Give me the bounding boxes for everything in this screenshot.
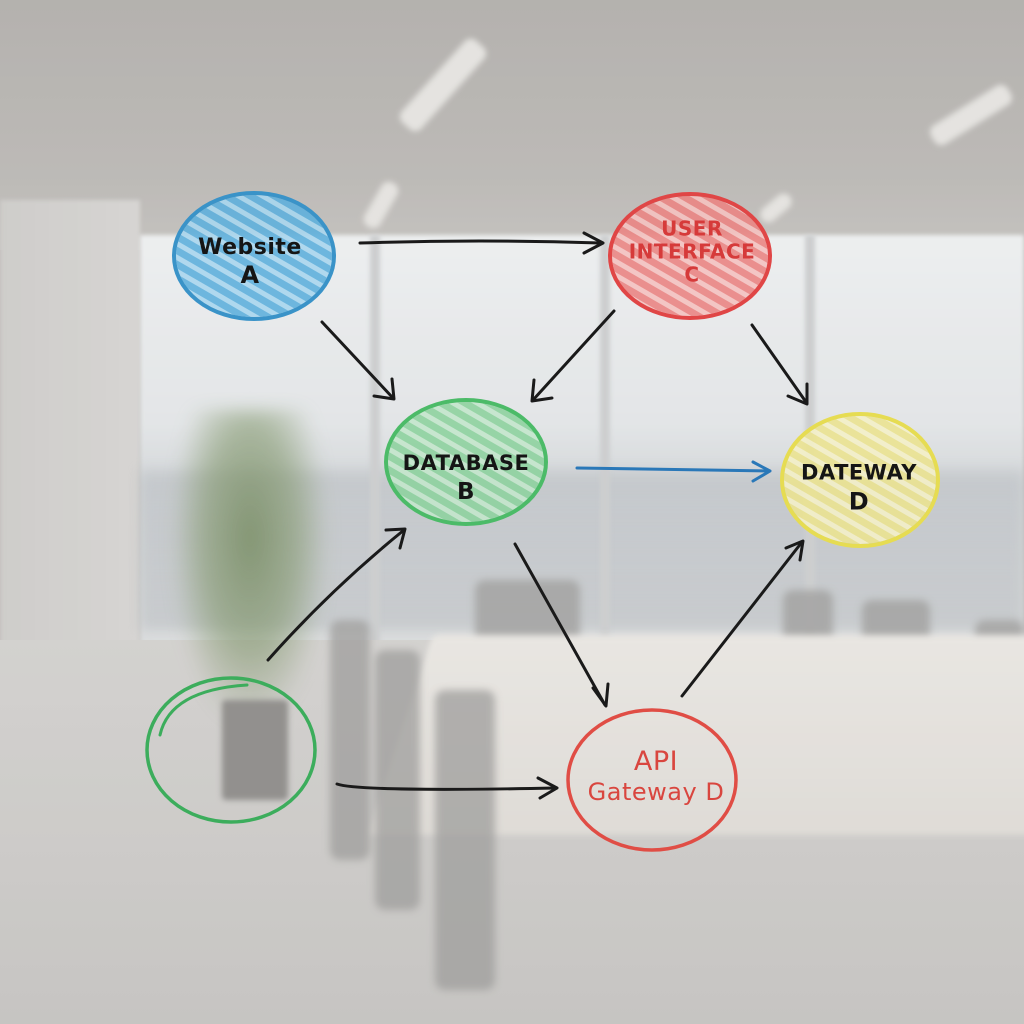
edge-database-to-api-gateway [513,542,610,708]
edge-empty-node-to-api-gateway [335,776,559,800]
plant [170,410,330,730]
chair [435,690,495,990]
node-empty [145,676,317,824]
label-user-interface-c: USER INTERFACE C [628,216,756,287]
label-website-a: Website A [198,236,302,288]
label-api-gateway-d: API Gateway D [587,746,725,807]
window-mullion [600,235,610,655]
label-line: D [848,487,870,516]
node-api-gateway-d [566,708,738,852]
edge-website-to-user-interface [358,231,605,255]
label-line: INTERFACE [628,239,756,264]
label-line: A [240,260,260,289]
node-dateway-d [780,412,940,548]
window-mullion [370,235,380,655]
edge-user-interface-to-database [530,309,616,403]
edge-empty-node-to-database [266,527,407,662]
node-user-interface-c [608,192,772,320]
plant-pot [222,700,288,800]
label-line: DATABASE [402,450,530,475]
edge-api-gateway-to-dateway [680,539,805,698]
ceiling [0,0,1024,250]
label-line: C [684,262,700,287]
label-line: Gateway D [587,778,725,807]
edge-database-to-dateway [575,460,772,483]
chair [330,620,370,860]
label-line: API [633,746,679,778]
label-database-b: DATABASE B [403,452,530,504]
label-line: Website [198,234,302,260]
chair [375,650,420,910]
label-line: DATEWAY [801,460,917,485]
label-line: USER [661,216,723,241]
label-dateway-d: DATEWAY D [801,461,917,514]
node-website-a [172,191,336,321]
label-line: B [456,478,476,505]
edge-user-interface-to-dateway [750,323,809,406]
node-database-b [384,398,548,526]
edge-website-to-database [320,320,396,401]
